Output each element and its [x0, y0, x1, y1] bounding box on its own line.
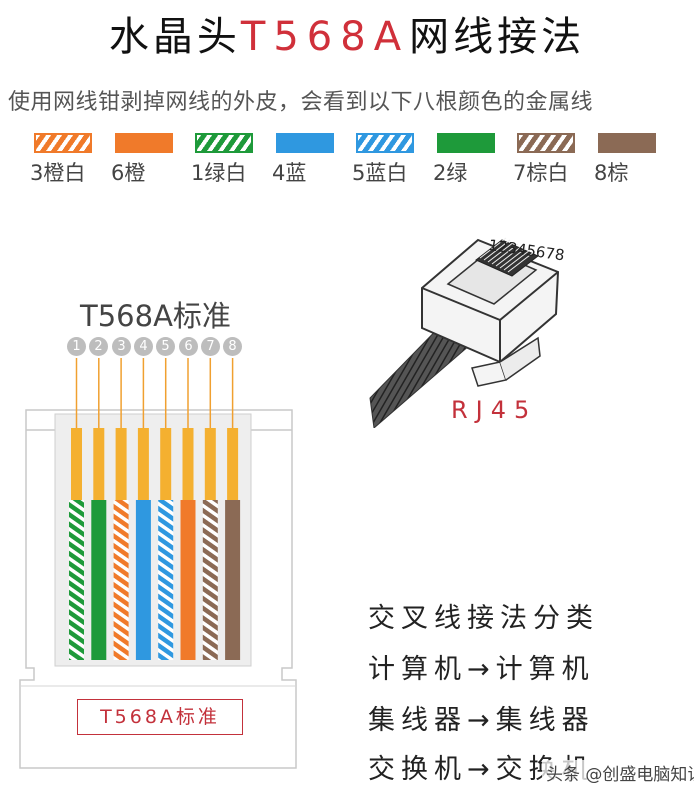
legend-label-2: 6橙: [111, 161, 146, 185]
legend-label-6: 2绿: [433, 161, 468, 185]
legend-label-7: 7棕白: [513, 161, 569, 185]
title-highlight: T568A: [240, 14, 410, 60]
connector-body: [421, 237, 560, 387]
plug-wire-5: [158, 500, 174, 660]
gold-contact-2: [93, 428, 105, 500]
pin-number-6: 6: [179, 337, 198, 356]
plug-body: [19, 409, 297, 769]
title-suffix: 网线接法: [409, 14, 586, 60]
pin-number-7: 7: [201, 337, 220, 356]
pin-guide-lines: [75, 358, 234, 428]
plug-wire-7: [202, 500, 218, 660]
gold-contact-1: [71, 428, 82, 500]
gold-contact-6: [182, 428, 194, 500]
legend-swatch-8: [598, 133, 656, 153]
standard-label: T568A标准: [80, 299, 231, 333]
title-prefix: 水晶头: [108, 14, 241, 60]
legend-label-8: 8棕: [594, 161, 629, 185]
plug-wire-3: [113, 500, 129, 660]
legend-swatch-6: [437, 133, 495, 153]
gold-contact-5: [160, 428, 172, 500]
crossover-line-1: 计算机→计算机: [368, 654, 595, 685]
legend-swatch-3: [195, 133, 253, 153]
legend-swatch-2: [115, 133, 173, 153]
pin-number-4: 4: [134, 337, 153, 356]
pin-number-5: 5: [156, 337, 175, 356]
legend-swatch-7: [517, 133, 575, 153]
rj45-connector-illustration: [369, 237, 560, 428]
gold-contact-8: [227, 428, 239, 500]
plug-wire-6: [180, 500, 196, 660]
pin-number-2: 2: [89, 337, 108, 356]
legend-swatch-4: [276, 133, 334, 153]
watermark: 头条 @创盛电脑知识: [542, 760, 694, 785]
crossover-heading: 交叉线接法分类: [368, 603, 599, 634]
pin-number-1: 1: [67, 337, 86, 356]
crossover-line-2: 集线器→集线器: [368, 705, 595, 736]
legend-label-5: 5蓝白: [352, 161, 408, 185]
plug-wire-group: [69, 428, 241, 660]
gold-contact-3: [115, 428, 127, 500]
gold-contact-4: [137, 428, 149, 500]
plug-wire-1: [69, 500, 84, 660]
legend-label-4: 4蓝: [272, 161, 307, 185]
legend-label-1: 3橙白: [30, 161, 86, 185]
plug-wire-4: [135, 500, 151, 660]
legend-swatch-1: [34, 133, 92, 153]
legend-label-3: 1绿白: [191, 161, 247, 185]
page-title: 水晶头T568A网线接法: [0, 4, 694, 62]
plug-wire-2: [91, 500, 107, 660]
subtitle: 使用网线钳剥掉网线的外皮，会看到以下八根颜色的金属线: [8, 90, 594, 115]
gold-contact-7: [204, 428, 216, 500]
pin-number-8: 8: [223, 337, 242, 356]
rj45-label: RJ45: [451, 396, 538, 424]
pin-number-3: 3: [112, 337, 131, 356]
legend-swatch-5: [356, 133, 414, 153]
plug-wire-8: [225, 500, 241, 660]
plug-standard-label: T568A标准: [77, 699, 243, 735]
